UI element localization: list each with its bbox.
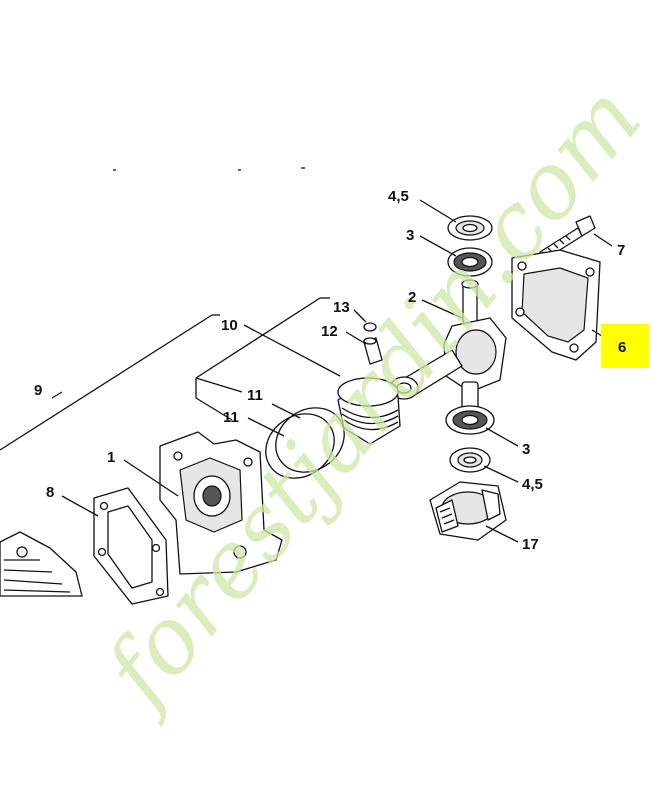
part-crankcase [159,431,283,575]
callout-17[interactable]: 17 [522,536,539,553]
highlight-box-part-6 [601,324,649,368]
callout-3-top[interactable]: 3 [406,227,414,244]
callout-4-5-bottom[interactable]: 4,5 [522,476,543,493]
part-bearing-top [447,247,493,277]
part-piston-pin [363,337,383,365]
part-seal-top [447,215,493,241]
part-clutch [429,481,507,541]
callout-13[interactable]: 13 [333,299,350,316]
callout-7[interactable]: 7 [617,242,625,259]
callout-6[interactable]: 6 [618,339,626,356]
callout-9[interactable]: 9 [34,382,42,399]
watermark-text: forestjardin.com [81,65,652,729]
part-crankshaft [389,279,507,411]
callout-labels: 1 2 3 3 4,5 4,5 7 8 9 10 11 11 12 13 17 … [34,188,626,553]
part-bearing-bottom [445,405,495,435]
leader-lines [0,199,613,543]
callout-1[interactable]: 1 [107,449,115,466]
callout-3-bottom[interactable]: 3 [522,441,530,458]
callout-11-upper[interactable]: 11 [247,387,263,404]
stray-marks [113,167,305,171]
callout-2[interactable]: 2 [408,289,416,306]
part-circlip [363,322,377,332]
part-crankcase-cover [511,249,601,361]
callout-12[interactable]: 12 [321,323,338,340]
part-piston [337,377,401,445]
part-gasket [93,487,169,605]
part-seal-bottom [449,447,491,473]
callout-11-lower[interactable]: 11 [223,409,239,426]
part-piston-rings [265,407,345,479]
part-cylinder-fragment [0,531,83,597]
callout-4-5-top[interactable]: 4,5 [388,188,409,205]
callout-10[interactable]: 10 [221,317,238,334]
callout-8[interactable]: 8 [46,484,54,501]
